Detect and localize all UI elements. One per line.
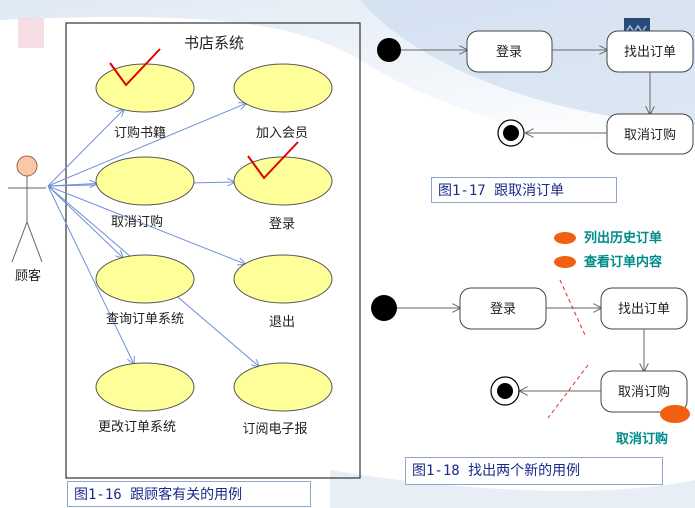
use-case-uc6[interactable] [233,254,333,304]
cancel-note-label: 取消订购 [616,431,668,447]
use-case-uc8[interactable] [233,362,333,412]
caption-fig-1-18: 图1-18 找出两个新的用例 [405,457,663,485]
legend-label-1: 列出历史订单 [584,230,662,246]
start-node-2 [371,295,397,321]
activity-1-cancel-order-label: 取消订购 [624,127,676,143]
activity-1-find-order-label: 找出订单 [624,45,676,60]
association-arrow-uc6 [47,185,245,264]
use-case-label-uc8: 订阅电子报 [242,422,307,437]
caption-fig-1-17: 图1-17 跟取消订单 [431,177,617,203]
activity-2-cancel-order-label: 取消订购 [618,384,670,400]
association-arrow-uc5 [47,185,123,258]
use-case-label-uc1: 订购书籍 [114,125,166,141]
use-case-uc4[interactable] [233,156,333,206]
use-case-label-uc7: 更改订单系统 [98,420,176,435]
legend-marker-2-icon [554,256,576,268]
check-mark-icon [247,141,299,180]
use-case-uc5[interactable] [95,254,195,304]
activity-2-find-order-label: 找出订单 [618,302,670,317]
use-case-uc3[interactable] [95,156,195,206]
legend-marker-1-icon [554,232,576,244]
legend-label-2: 查看订单内容 [583,254,662,270]
activity-diagram-2: 登录 找出订单 取消订购 取消订购 列出历史订单 查看订单内容 [371,230,690,447]
actor-associations [47,104,259,367]
use-case-label-uc4: 登录 [269,217,295,232]
use-case-uc1[interactable] [95,63,195,113]
corner-tab-icon [18,18,44,48]
start-node-1 [377,38,401,62]
use-case-label-uc6: 退出 [269,315,295,330]
cancel-marker-icon [660,405,690,423]
system-boundary [65,22,361,479]
use-case-uc2[interactable] [233,63,333,113]
association-arrow-uc7 [47,185,134,364]
use-case-uc7[interactable] [95,362,195,412]
separator-dashed-1 [559,279,586,336]
activity-1-login[interactable] [466,30,553,73]
use-case-label-uc3: 取消订购 [111,214,163,230]
use-case-label-uc2: 加入会员 [256,126,308,141]
actor-label: 顾客 [15,268,41,284]
use-case-label-uc5: 查询订单系统 [106,312,184,327]
caption-fig-1-16: 图1-16 跟顾客有关的用例 [67,481,311,507]
association-arrow-uc1 [47,110,124,187]
actor-customer[interactable] [8,155,46,263]
association-arrow-uc2 [47,104,246,187]
check-mark-icon [109,48,161,87]
activity-1-cancel-order[interactable] [606,113,694,155]
activity-diagram-1: 登录 找出订单 取消订购 [377,30,694,155]
system-title: 书店系统 [184,34,244,52]
activity-1-login-label: 登录 [496,45,522,60]
activity-2-login-label: 登录 [490,302,516,317]
